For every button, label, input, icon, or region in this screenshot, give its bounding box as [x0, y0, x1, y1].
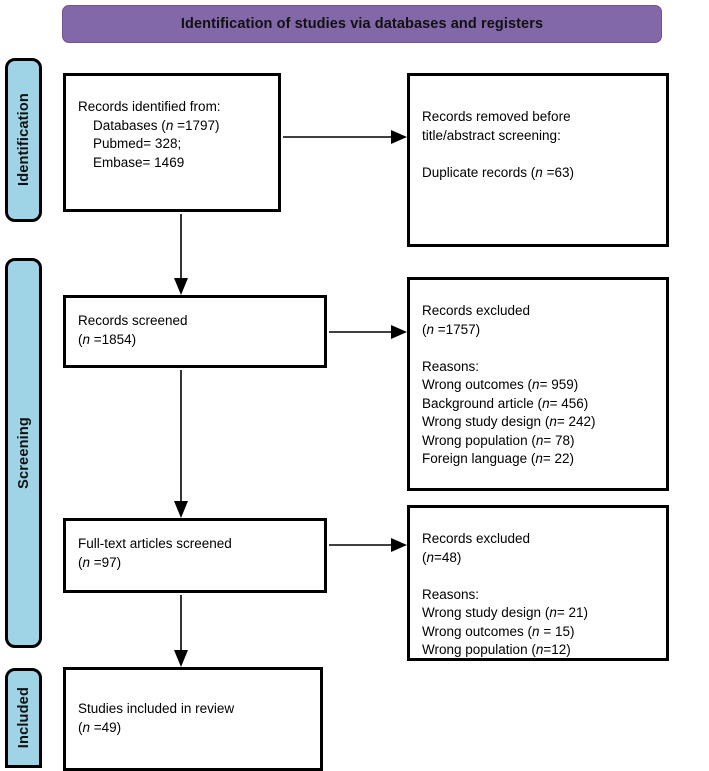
arrow-identified-to-screened	[174, 214, 188, 295]
banner-title: Identification of studies via databases …	[180, 16, 544, 32]
phase-label-screening: Screening	[5, 258, 42, 648]
box-records-screened: Records screened(n =1854)	[63, 295, 327, 368]
arrow-identified-to-removed	[283, 130, 407, 144]
box-records-excluded-screening-text: Records excluded(n =1757)Reasons:Wrong o…	[422, 303, 596, 466]
box-fulltext-screened: Full-text articles screened(n =97)	[63, 518, 327, 593]
arrow-fulltext-to-included	[174, 595, 188, 667]
phase-identification-text: Identification	[15, 93, 32, 187]
arrow-fulltext-to-excluded	[329, 538, 407, 552]
box-records-excluded-fulltext-text: Records excluded(n=48)Reasons:Wrong stud…	[422, 531, 588, 657]
box-studies-included-text: Studies included in review(n =49)	[78, 701, 235, 735]
phase-included-text: Included	[15, 687, 32, 749]
box-records-screened-text: Records screened(n =1854)	[78, 313, 188, 347]
phase-screening-text: Screening	[15, 417, 32, 489]
box-records-excluded-fulltext: Records excluded(n=48)Reasons:Wrong stud…	[407, 505, 669, 661]
arrow-screened-to-fulltext	[174, 370, 188, 518]
arrow-screened-to-excluded	[329, 325, 407, 339]
phase-label-included: Included	[5, 668, 42, 768]
box-studies-included: Studies included in review(n =49)	[63, 667, 323, 771]
box-records-identified: Records identified from: Databases (n =1…	[63, 73, 281, 212]
box-records-excluded-screening: Records excluded(n =1757)Reasons:Wrong o…	[407, 277, 669, 491]
box-fulltext-screened-text: Full-text articles screened(n =97)	[78, 536, 232, 570]
phase-label-identification: Identification	[5, 58, 42, 222]
box-records-identified-text: Records identified from: Databases (n =1…	[78, 99, 221, 170]
diagram-banner: Identification of studies via databases …	[62, 5, 662, 43]
